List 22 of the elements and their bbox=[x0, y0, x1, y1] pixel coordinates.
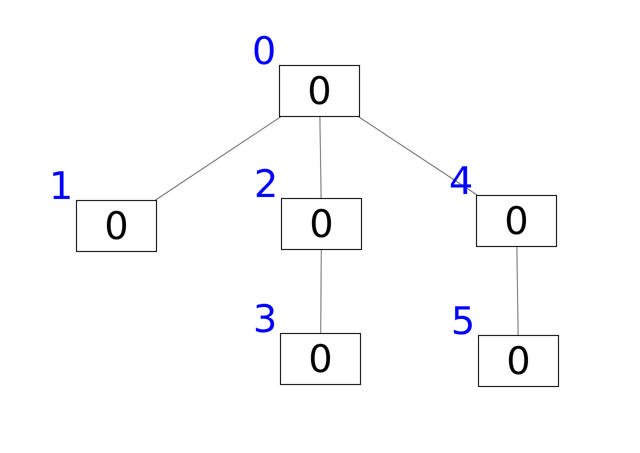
node-value: 0 bbox=[309, 205, 334, 243]
node-value: 0 bbox=[504, 202, 529, 240]
connector-line bbox=[155, 116, 281, 200]
node-index: 3 bbox=[253, 300, 278, 338]
node-index: 1 bbox=[49, 167, 74, 205]
connector-line bbox=[358, 116, 478, 196]
node-index: 5 bbox=[451, 302, 476, 340]
node-index: 2 bbox=[254, 165, 278, 203]
node-box bbox=[478, 335, 559, 387]
node-box bbox=[476, 195, 557, 247]
connector-line bbox=[320, 116, 322, 198]
node-box bbox=[279, 65, 360, 117]
node-box bbox=[76, 200, 157, 252]
node-value: 0 bbox=[104, 207, 129, 245]
node-value: 0 bbox=[308, 340, 333, 378]
node-index: 0 bbox=[252, 32, 276, 70]
node-box bbox=[281, 198, 362, 250]
node-value: 0 bbox=[307, 72, 332, 110]
node-box bbox=[280, 333, 361, 385]
node-value: 0 bbox=[506, 342, 531, 380]
connector-line bbox=[320, 250, 322, 334]
connector-line bbox=[516, 246, 519, 336]
